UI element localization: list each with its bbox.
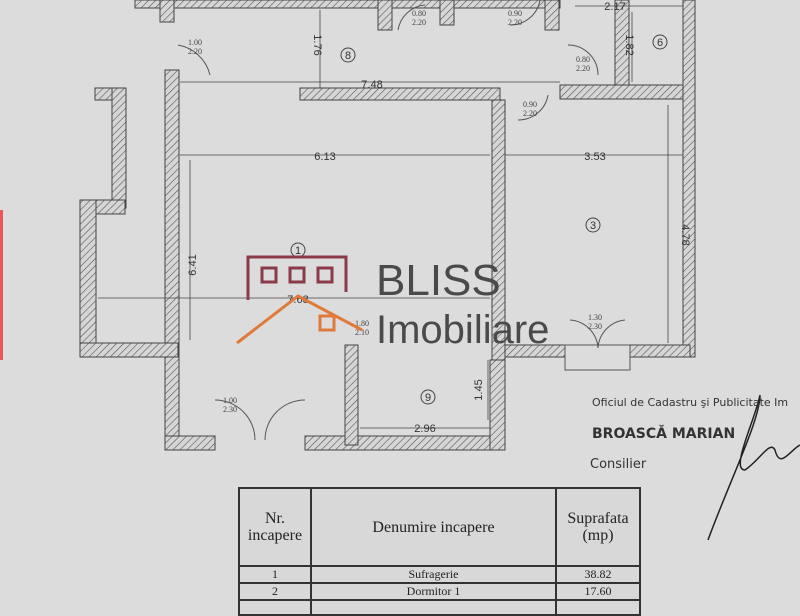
dimension-lines — [98, 5, 683, 429]
stamp-name: BROASCĂ MARIAN — [592, 426, 736, 442]
stamp-office: Oficiul de Cadastru şi Publicitate Im — [592, 396, 789, 409]
table-row: 1 Sufragerie 38.82 — [238, 565, 641, 584]
watermark-bliss: BLISS — [376, 256, 501, 305]
dim-7-68: 7.68 — [287, 294, 308, 306]
table-row — [238, 599, 641, 616]
dim-1-76: 1.76 — [311, 34, 323, 55]
header-nr: Nr. incapere — [238, 487, 312, 567]
door-height: 2.20 — [412, 18, 426, 27]
red-margin-mark — [0, 210, 3, 360]
room-number: 9 — [425, 392, 431, 404]
door-labels: 1.002.20 0.802.20 0.902.20 0.802.20 0.90… — [188, 9, 602, 414]
room-number: 1 — [295, 245, 301, 257]
door-width: 0.90 — [523, 100, 537, 109]
table-header: Nr. incapere Denumire incapere Suprafata… — [238, 487, 641, 567]
dim-7-48: 7.48 — [361, 79, 382, 91]
doors — [177, 0, 631, 441]
cell-area: 17.60 — [555, 582, 641, 601]
room-number: 3 — [590, 220, 596, 232]
dimension-labels: 6.13 3.53 4.78 6.41 7.68 7.48 1.76 2.17 … — [187, 1, 691, 435]
door-width: 0.80 — [412, 9, 426, 18]
table-row: 2 Dormitor 1 17.60 — [238, 582, 641, 601]
walls — [79, 0, 696, 451]
cell-nr: 2 — [238, 582, 312, 601]
door-height: 2.10 — [355, 328, 369, 337]
door-width: 0.80 — [576, 55, 590, 64]
door-height: 2.20 — [576, 64, 590, 73]
dim-6-13: 6.13 — [314, 151, 335, 163]
door-width: 1.80 — [355, 319, 369, 328]
dim-3-53: 3.53 — [584, 151, 605, 163]
signature — [707, 394, 800, 541]
rooms-table: Nr. incapere Denumire incapere Suprafata… — [238, 487, 641, 616]
dim-2-96: 2.96 — [414, 423, 435, 435]
door-width: 1.00 — [188, 38, 202, 47]
room-number: 8 — [345, 50, 351, 62]
watermark-imobiliare: Imobiliare — [376, 308, 549, 352]
door-width: 1.30 — [588, 313, 602, 322]
room-number: 6 — [657, 37, 663, 49]
bliss-logo-icon — [236, 255, 363, 345]
door-height: 2.20 — [508, 18, 522, 27]
door-height: 2.30 — [223, 405, 237, 414]
dim-1-82: 1.82 — [623, 34, 635, 55]
floor-plan: 6.13 3.53 4.78 6.41 7.68 7.48 1.76 2.17 … — [0, 0, 800, 541]
dim-2-17: 2.17 — [604, 1, 625, 13]
door-height: 2.20 — [188, 47, 202, 56]
door-width: 1.00 — [223, 396, 237, 405]
cell-name: Dormitor 1 — [310, 582, 557, 601]
door-height: 2.20 — [523, 109, 537, 118]
dim-1-45: 1.45 — [473, 379, 485, 400]
door-width: 0.90 — [508, 9, 522, 18]
stamp-title: Consilier — [590, 457, 647, 472]
cell-nr: 1 — [238, 565, 312, 584]
dim-6-41: 6.41 — [187, 254, 199, 275]
header-area: Suprafata (mp) — [555, 487, 641, 567]
header-name: Denumire incapere — [310, 487, 557, 567]
cell-area: 38.82 — [555, 565, 641, 584]
dim-4-78: 4.78 — [679, 224, 691, 245]
cell-name: Sufragerie — [310, 565, 557, 584]
door-height: 2.30 — [588, 322, 602, 331]
